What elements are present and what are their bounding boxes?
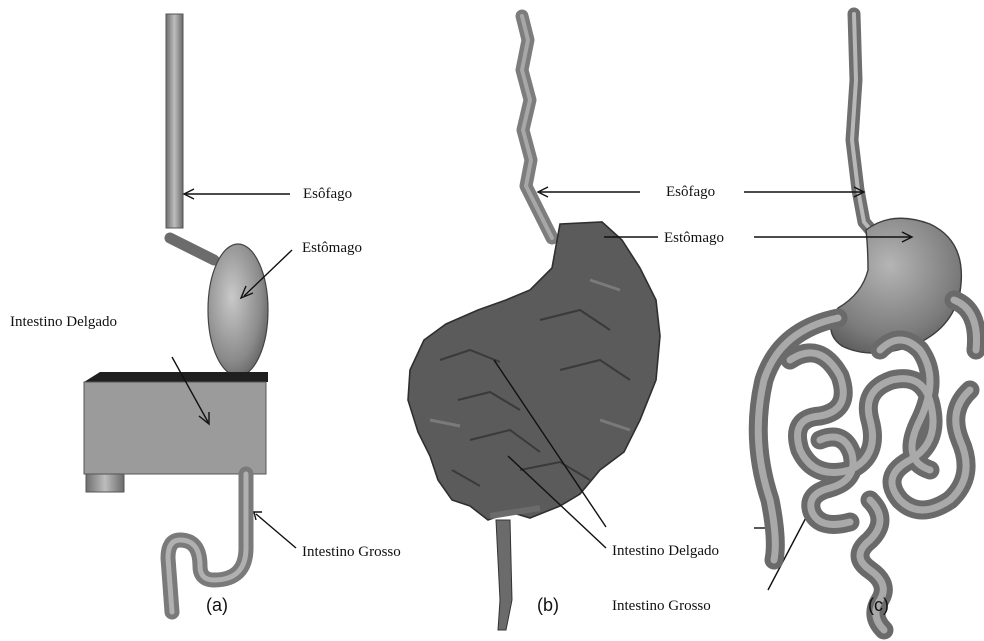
label-intestino-grosso-a: Intestino Grosso bbox=[302, 544, 401, 560]
panel-b: Intestino Delgado Intestino Grosso (b) bbox=[408, 16, 810, 630]
label-intestino-delgado-a: Intestino Delgado bbox=[10, 314, 117, 330]
label-esofago-c: Esôfago bbox=[666, 184, 715, 200]
panel-c: Esôfago Estômago (c) bbox=[664, 14, 977, 630]
esophagus-a bbox=[166, 14, 183, 228]
caption-b: (b) bbox=[537, 595, 559, 615]
small-intestine-top-a bbox=[84, 372, 268, 382]
label-esofago-a: Esôfago bbox=[303, 186, 352, 202]
leader-grosso-a bbox=[256, 514, 296, 548]
small-intestine-block-a bbox=[84, 382, 266, 474]
large-intestine-a bbox=[168, 474, 246, 612]
label-intestino-delgado-b: Intestino Delgado bbox=[612, 543, 719, 559]
label-estomago-c: Estômago bbox=[664, 230, 724, 246]
rectum-b bbox=[496, 520, 512, 630]
stomach-a bbox=[208, 244, 268, 376]
label-intestino-grosso-b: Intestino Grosso bbox=[612, 598, 711, 614]
label-estomago-a: Estômago bbox=[302, 240, 362, 256]
caption-a: (a) bbox=[206, 595, 228, 615]
caption-c: (c) bbox=[868, 595, 889, 615]
esophagus-connector-a bbox=[170, 238, 214, 260]
digestive-mass-b bbox=[408, 222, 660, 520]
panel-a: Esôfago Estômago Intestino Delgado Intes… bbox=[10, 14, 401, 615]
small-intestine-stub-a bbox=[86, 474, 124, 492]
